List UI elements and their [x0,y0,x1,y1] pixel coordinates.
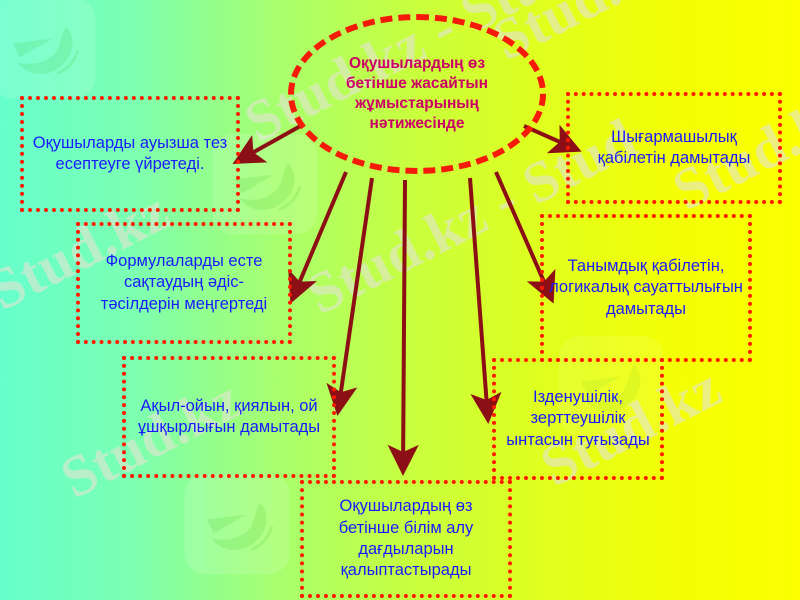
center-node-label: Оқушылардың өз бетінше жасайтын жұмыстар… [345,55,489,132]
hummingbird-logo-icon [0,0,96,99]
node-selfstudy-label: Оқушылардың өз бетінше білім алу дағдыла… [338,497,474,580]
node-research[interactable]: Ізденушілік, зерттеушілік ынтасын туғыза… [492,358,664,480]
node-creative[interactable]: Шығармашылық қабілетін дамытады [566,92,782,204]
arrow-to-selfstudy [387,179,419,476]
arrow-to-mind [326,177,374,416]
node-mind-label: Ақыл-ойын, қиялын, ой ұшқырлығын дамытад… [137,396,321,436]
node-selfstudy[interactable]: Оқушылардың өз бетінше білім алу дағдыла… [300,480,512,598]
node-cognitive-label: Танымдық қабілетін, логикалық сауаттылығ… [549,256,743,318]
node-oral[interactable]: Оқушыларды ауызша тез есептеуге үйретеді… [20,96,240,212]
arrow-to-formula [288,171,348,304]
node-research-label: Ізденушілік, зерттеушілік ынтасын туғыза… [506,387,650,449]
node-mind[interactable]: Ақыл-ойын, қиялын, ой ұшқырлығын дамытад… [122,356,336,478]
node-formula-label: Формулаларды есте сақтаудың әдіс-тәсілде… [100,251,268,313]
center-node[interactable]: Оқушылардың өз бетінше жасайтын жұмыстар… [288,14,546,174]
arrow-to-oral [232,122,305,164]
node-formula[interactable]: Формулаларды есте сақтаудың әдіс-тәсілде… [76,222,292,344]
node-oral-label: Оқушыларды ауызша тез есептеуге үйретеді… [32,133,228,173]
arrow-to-research [468,177,502,424]
node-cognitive[interactable]: Танымдық қабілетін, логикалық сауаттылығ… [540,214,752,362]
node-creative-label: Шығармашылық қабілетін дамытады [597,127,751,167]
hummingbird-logo-icon [184,473,290,575]
